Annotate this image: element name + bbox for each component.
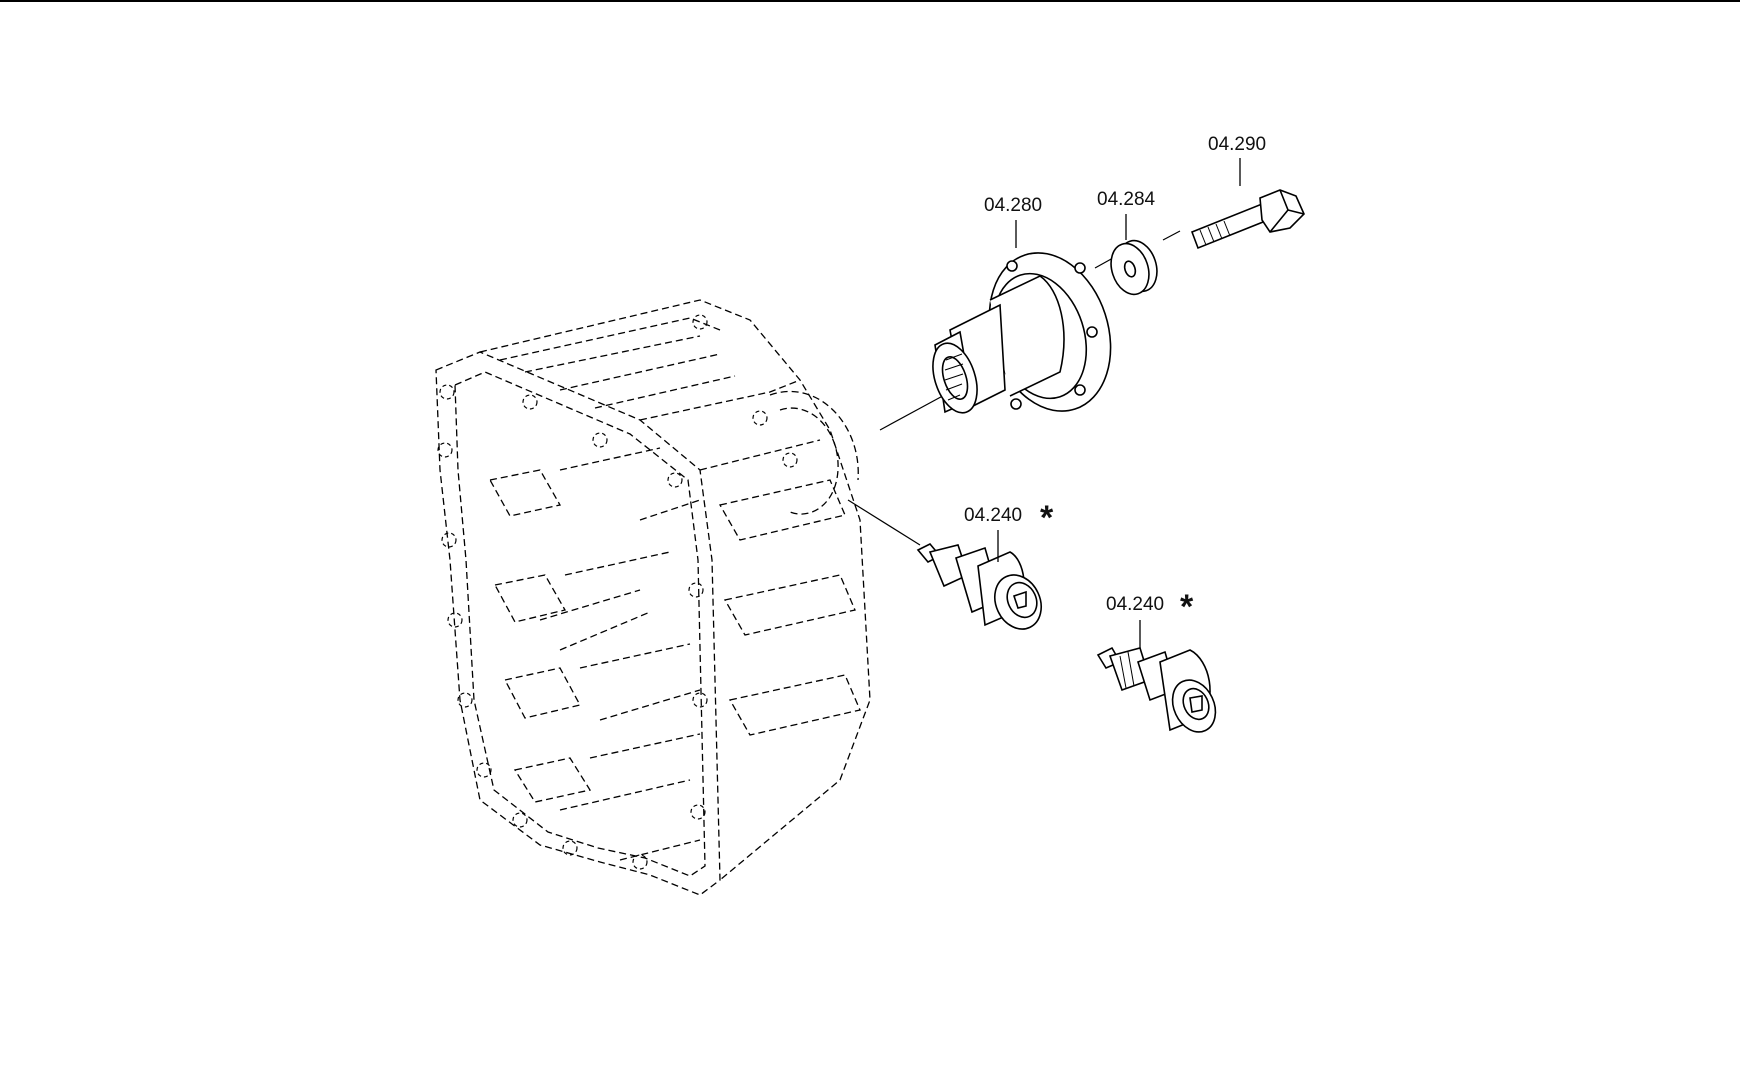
hex-screw bbox=[1190, 189, 1305, 250]
assembly-axis-lines bbox=[847, 230, 1181, 546]
speed-sensor-upper bbox=[916, 543, 1042, 630]
output-flange bbox=[932, 252, 1112, 414]
speed-sensor-lower bbox=[1096, 646, 1217, 733]
top-border-line bbox=[0, 0, 1740, 2]
callout-04-240-lower: 04.240 bbox=[1106, 594, 1164, 615]
asterisk-marker-lower: * bbox=[1180, 588, 1194, 626]
asterisk-marker-upper: * bbox=[1040, 499, 1054, 537]
callout-04-240-upper: 04.240 bbox=[964, 505, 1022, 526]
callout-04-284: 04.284 bbox=[1097, 189, 1156, 210]
callout-labels: 04.280 04.284 04.290 04.240 * 04.240 * bbox=[964, 134, 1266, 626]
callout-04-280: 04.280 bbox=[984, 195, 1042, 216]
callout-leaders bbox=[997, 158, 1241, 648]
housing-bolt-holes bbox=[437, 314, 798, 870]
washer bbox=[1110, 239, 1158, 296]
callout-04-290: 04.290 bbox=[1208, 134, 1266, 155]
transmission-housing bbox=[435, 299, 871, 896]
